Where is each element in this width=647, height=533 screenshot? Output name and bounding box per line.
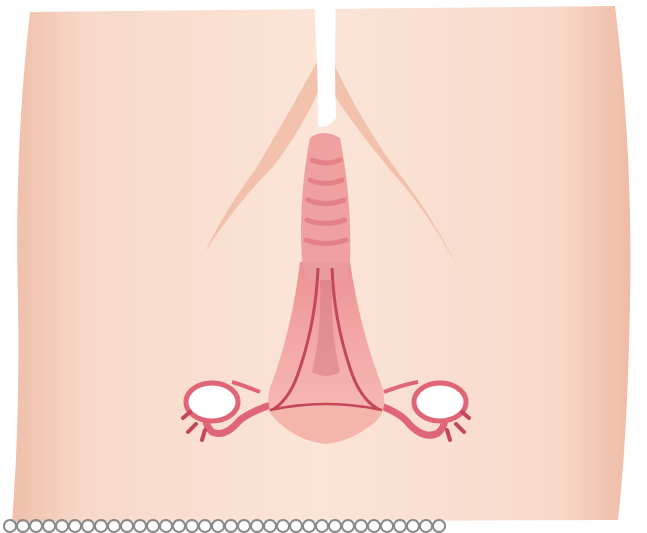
spiral-binding [4, 520, 445, 532]
spiral-ring [394, 520, 406, 532]
spiral-ring [277, 520, 289, 532]
spiral-ring [355, 520, 367, 532]
spiral-ring [134, 520, 146, 532]
spiral-ring [4, 520, 16, 532]
spiral-ring [186, 520, 198, 532]
spiral-ring [342, 520, 354, 532]
spiral-ring [303, 520, 315, 532]
spiral-ring [316, 520, 328, 532]
spiral-ring [147, 520, 159, 532]
spiral-ring [199, 520, 211, 532]
spiral-ring [264, 520, 276, 532]
right-ovary [414, 383, 466, 421]
spiral-ring [368, 520, 380, 532]
spiral-ring [108, 520, 120, 532]
spiral-ring [82, 520, 94, 532]
spiral-ring [121, 520, 133, 532]
spiral-ring [212, 520, 224, 532]
spiral-ring [407, 520, 419, 532]
spiral-ring [69, 520, 81, 532]
spiral-ring [381, 520, 393, 532]
spiral-ring [225, 520, 237, 532]
cervix-fold [302, 262, 350, 282]
spiral-ring [95, 520, 107, 532]
spiral-ring [173, 520, 185, 532]
spiral-ring [238, 520, 250, 532]
left-ovary [186, 383, 238, 421]
spiral-ring [290, 520, 302, 532]
spiral-ring [251, 520, 263, 532]
spiral-ring [433, 520, 445, 532]
spiral-ring [420, 520, 432, 532]
spiral-ring [329, 520, 341, 532]
spiral-ring [160, 520, 172, 532]
